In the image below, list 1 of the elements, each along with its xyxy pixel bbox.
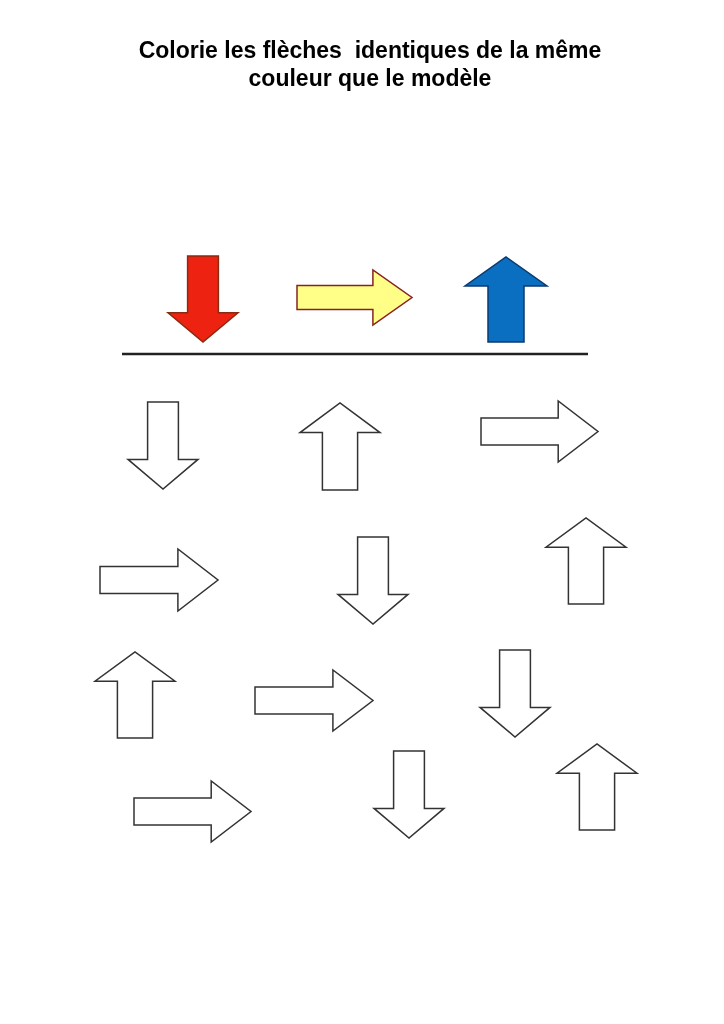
title: Colorie les flèches identiques de la même couleur que le modèle [137, 36, 603, 92]
